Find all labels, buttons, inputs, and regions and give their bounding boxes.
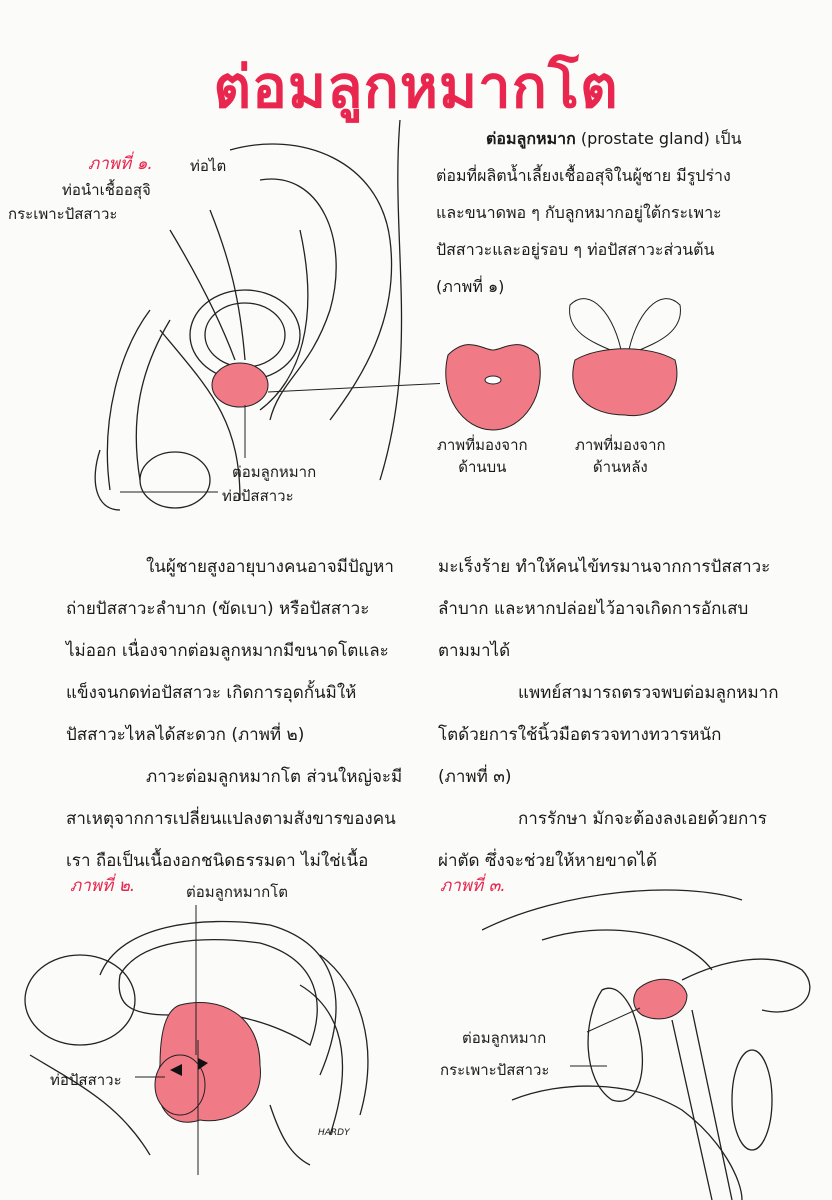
- figure-2-label: ภาพที่ ๒.: [70, 876, 136, 896]
- label-bladder: กระเพาะปัสสาวะ: [8, 205, 118, 223]
- text-line: มะเร็งร้าย ทำให้คนไข้ทรมานจากการปัสสาวะ: [438, 557, 771, 577]
- text-line: ในผู้ชายสูงอายุบางคนอาจมีปัญหา: [146, 557, 394, 577]
- artist-signature: HARDY: [318, 1128, 350, 1138]
- text-line: สาเหตุจากการเปลี่ยนแปลงตามสังขารของคน: [66, 809, 396, 829]
- view-top-line1: ภาพที่มองจาก: [437, 436, 528, 454]
- label-prostate-fig3: ต่อมลูกหมาก: [462, 1029, 547, 1047]
- intro-line: และขนาดพอ ๆ กับลูกหมากอยู่ใต้กระเพาะ: [436, 203, 722, 222]
- view-back-line2: ด้านหลัง: [592, 458, 648, 476]
- text-line: การรักษา มักจะต้องลงเอยด้วยการ: [518, 809, 767, 829]
- intro-paragraph: ต่อมลูกหมาก (prostate gland) เป็น ต่อมที…: [436, 120, 826, 305]
- text-line: ปัสสาวะไหลได้สะดวก (ภาพที่ ๒): [66, 725, 305, 745]
- text-line: ภาวะต่อมลูกหมากโต ส่วนใหญ่จะมี: [146, 767, 403, 787]
- label-urethra: ท่อปัสสาวะ: [222, 487, 294, 505]
- figure-1-label: ภาพที่ ๑.: [88, 154, 153, 174]
- prostate-shape-fig3: [633, 978, 688, 1020]
- prostate-shape: [211, 362, 269, 408]
- figure-1-anatomy-illustration: [94, 120, 440, 511]
- label-ureter: ท่อไต: [190, 157, 227, 175]
- text-line: ผ่าตัด ซึ่งจะช่วยให้หายขาดได้: [438, 851, 657, 871]
- label-prostate: ต่อมลูกหมาก: [232, 463, 317, 481]
- text-line: ตามมาได้: [438, 641, 511, 661]
- text-line: (ภาพที่ ๓): [438, 767, 512, 787]
- page-title: ต่อมลูกหมากโต: [213, 53, 619, 121]
- label-vas-deferens: ท่อนำเชื้ออสุจิ: [62, 181, 151, 199]
- left-column-text: ในผู้ชายสูงอายุบางคนอาจมีปัญหา ถ่ายปัสสา…: [66, 546, 426, 882]
- figure-3-illustration: [482, 889, 811, 1200]
- text-line: ถ่ายปัสสาวะลำบาก (ขัดเบา) หรือปัสสาวะ: [66, 599, 370, 619]
- view-back-line1: ภาพที่มองจาก: [575, 436, 666, 454]
- intro-line: ต่อมที่ผลิตน้ำเลี้ยงเชื้ออสุจิในผู้ชาย ม…: [436, 166, 731, 185]
- intro-line: (ภาพที่ ๑): [436, 277, 505, 296]
- text-line: เรา ถือเป็นเนื้องอกชนิดธรรมดา ไม่ใช่เนื้…: [66, 851, 369, 871]
- prostate-back-view-illustration: [569, 298, 681, 417]
- view-top-line2: ด้านบน: [458, 458, 507, 476]
- text-line: แพทย์สามารถตรวจพบต่อมลูกหมาก: [518, 683, 779, 703]
- right-column-text: มะเร็งร้าย ทำให้คนไข้ทรมานจากการปัสสาวะ …: [438, 546, 828, 882]
- text-line: ลำบาก และหากปล่อยไว้อาจเกิดการอักเสบ: [438, 599, 749, 619]
- figure-3-label: ภาพที่ ๓.: [440, 876, 506, 896]
- label-enlarged-prostate: ต่อมลูกหมากโต: [186, 883, 288, 901]
- text-line: ไม่ออก เนื่องจากต่อมลูกหมากมีขนาดโตและ: [66, 641, 389, 661]
- text-line: โตด้วยการใช้นิ้วมือตรวจทางทวารหนัก: [438, 725, 722, 745]
- intro-bold-term: ต่อมลูกหมาก: [486, 129, 576, 148]
- label-bladder-fig3: กระเพาะปัสสาวะ: [440, 1061, 550, 1079]
- intro-line: ปัสสาวะและอยู่รอบ ๆ ท่อปัสสาวะส่วนต้น: [436, 240, 715, 259]
- label-urethra-fig2: ท่อปัสสาวะ: [50, 1071, 122, 1089]
- figure-2-illustration: [24, 905, 369, 1175]
- prostate-top-view-illustration: [445, 344, 541, 431]
- text-line: แข็งจนกดท่อปัสสาวะ เกิดการอุดกั้นมิให้: [66, 683, 357, 703]
- intro-line: (prostate gland) เป็น: [575, 129, 742, 148]
